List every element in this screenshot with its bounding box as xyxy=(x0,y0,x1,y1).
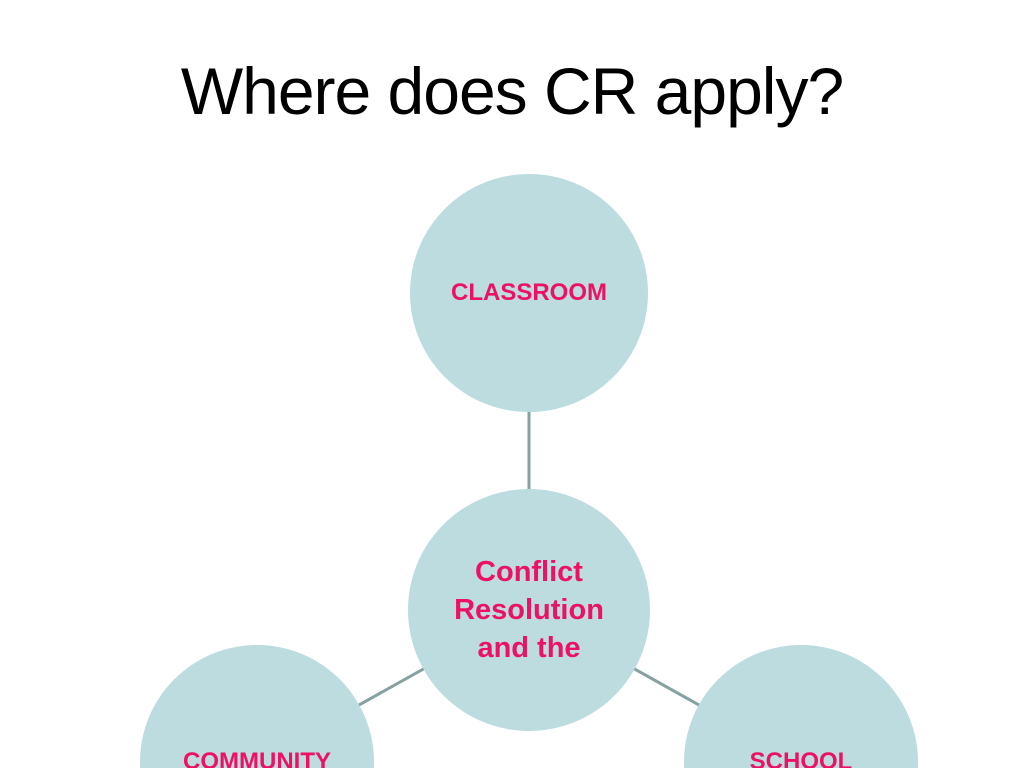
slide-title: Where does CR apply? xyxy=(180,54,844,128)
circle-conflict-resolution: Conflict Resolution and the xyxy=(408,489,650,731)
circle-community-label: COMMUNITY xyxy=(183,748,331,768)
circle-classroom-label: CLASSROOM xyxy=(451,279,607,306)
circle-school-label: SCHOOL xyxy=(749,748,853,768)
circle-classroom: CLASSROOM xyxy=(410,174,648,412)
circle-conflict-resolution-label: Conflict Resolution and the xyxy=(454,556,604,664)
